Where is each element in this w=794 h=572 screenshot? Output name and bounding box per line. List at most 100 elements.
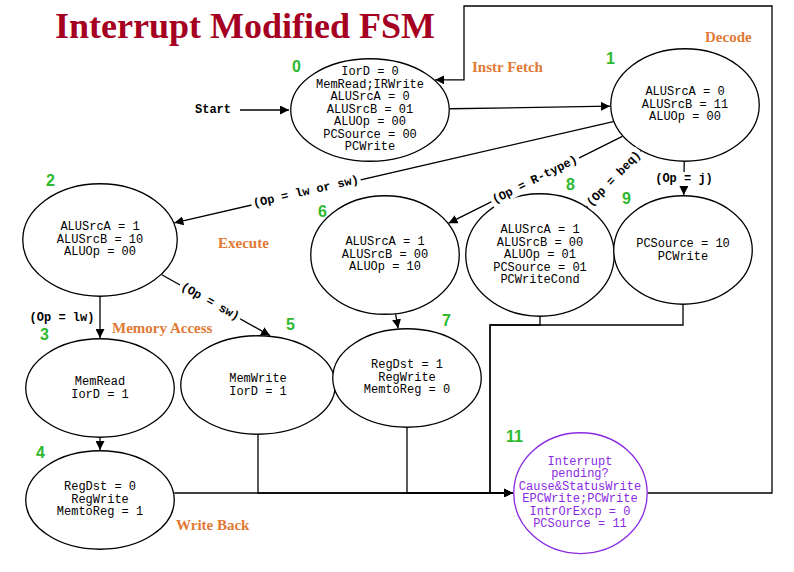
signal-text: ALUSrcB = 11 <box>642 99 728 112</box>
ellipse-shape <box>26 339 175 438</box>
state-number: 9 <box>622 190 631 208</box>
diagram-title: Interrupt Modified FSM <box>55 6 435 46</box>
signal-text: MemRead;IRWrite <box>316 79 424 92</box>
control-signals: ALUSrcA = 1ALUSrcB = 00ALUOp = 01PCSourc… <box>493 224 587 287</box>
transition-arrow <box>407 428 513 493</box>
phase-label: Execute <box>218 236 269 251</box>
transition-arrow <box>435 6 772 493</box>
signal-text: RegWrite <box>71 494 129 507</box>
state-number: 7 <box>442 312 451 330</box>
signal-text: ALUSrcA = 1 <box>60 221 139 234</box>
signal-text: IorD = 1 <box>229 385 287 398</box>
control-signals: Interrupt pending?Cause&StatusWriteEPCWr… <box>519 455 641 530</box>
state-ellipse: 0 IorD = 0MemRead;IRWriteALUSrcA = 0ALUSr… <box>290 58 450 162</box>
signal-text: ALUSrcB = 00 <box>497 236 583 249</box>
ellipse-shape <box>513 433 646 554</box>
phase-label: Decode <box>705 30 752 45</box>
ellipse-shape <box>23 184 178 297</box>
state-number: 0 <box>292 58 301 76</box>
state-ellipse: 11Interrupt pending?Cause&StatusWriteEPC… <box>513 432 648 554</box>
phase-label: Memory Access <box>112 321 212 336</box>
control-signals: PCSource = 10PCWrite <box>636 238 730 263</box>
signal-text: MemWrite <box>229 373 287 386</box>
signal-text: RegDst = 0 <box>64 481 136 494</box>
signal-text: IntrOrExcp = 0 <box>530 505 631 518</box>
ellipse-shape <box>311 196 460 315</box>
state-number: 8 <box>566 176 575 194</box>
control-signals: MemReadIorD = 1 <box>71 376 129 401</box>
state-number: 1 <box>606 50 615 68</box>
condition-label: (Op = sw) <box>177 279 244 325</box>
signal-text: MemRead <box>75 376 125 389</box>
signal-text: Cause&StatusWrite <box>519 480 641 493</box>
signal-text: PCWriteCond <box>500 274 579 287</box>
signal-text: ALUSrcB = 10 <box>57 234 143 247</box>
state-ellipse: 2ALUSrcA = 1ALUSrcB = 10ALUOp = 00 <box>22 183 178 297</box>
signal-text: ALUOp = 01 <box>504 249 576 262</box>
signal-text: PCWrite <box>345 141 395 154</box>
signal-text: PCSource = 01 <box>493 261 587 274</box>
state-ellipse: 3MemReadIorD = 1 <box>25 338 175 438</box>
state-number: 5 <box>286 316 295 334</box>
ellipse-shape <box>614 196 753 305</box>
control-signals: ALUSrcA = 0ALUSrcB = 11ALUOp = 00 <box>642 86 728 124</box>
signal-text: RegWrite <box>378 372 436 385</box>
signal-text: ALUSrcA = 0 <box>645 86 724 99</box>
signal-text: PCSource = 11 <box>533 518 627 531</box>
signal-text: IorD = 1 <box>71 388 129 401</box>
control-signals: ALUSrcA = 1ALUSrcB = 00ALUOp = 10 <box>342 236 428 274</box>
state-ellipse: 1ALUSrcA = 0ALUSrcB = 11ALUOp = 00 <box>610 48 760 162</box>
state-ellipse: 9PCSource = 10PCWrite <box>613 195 753 305</box>
transition-arrow <box>99 438 100 450</box>
state-ellipse: 8ALUSrcA = 1ALUSrcB = 00ALUOp = 01PCSour… <box>465 193 615 317</box>
transition-arrow <box>396 314 398 328</box>
signal-text: ALUSrcB = 01 <box>327 104 413 117</box>
signal-text: IorD = 0 <box>341 66 399 79</box>
control-signals: IorD = 0MemRead;IRWriteALUSrcA = 0ALUSrc… <box>316 66 424 154</box>
ellipse-shape <box>291 59 450 162</box>
transition-arrow <box>258 435 513 493</box>
transition-arrow <box>99 297 100 338</box>
state-number: 3 <box>40 326 49 344</box>
ellipse-shape <box>466 194 615 317</box>
signal-text: ALUSrcA = 1 <box>500 224 579 237</box>
phase-label: Instr Fetch <box>472 60 543 75</box>
condition-label: (Op = lw) <box>28 311 97 325</box>
signal-text: EPCWrite;PCWrite <box>522 493 637 506</box>
signal-text: ALUSrcA = 1 <box>345 236 424 249</box>
transition-arrow <box>450 106 610 109</box>
signal-text: ALUSrcA = 0 <box>330 91 409 104</box>
condition-label: (Op = j) <box>653 172 715 186</box>
signal-text: RegDst = 1 <box>371 359 443 372</box>
ellipse-shape <box>181 336 336 435</box>
state-number: 2 <box>46 172 55 190</box>
state-ellipse: 6ALUSrcA = 1ALUSrcB = 00ALUOp = 10 <box>310 195 460 315</box>
ellipse-shape <box>333 329 482 428</box>
start-arrow <box>240 109 289 110</box>
ellipse-shape <box>26 451 175 550</box>
signal-text: ALUOp = 00 <box>649 111 721 124</box>
signal-text: PCSource = 10 <box>636 238 730 251</box>
ellipse-shape <box>611 49 760 162</box>
state-number: 11 <box>506 428 523 446</box>
signal-text: Interrupt pending? <box>544 455 616 480</box>
control-signals: MemWriteIorD = 1 <box>229 373 287 398</box>
signal-text: ALUOp = 00 <box>334 116 406 129</box>
signal-text: ALUOp = 10 <box>349 261 421 274</box>
control-signals: RegDst = 1RegWriteMemtoReg = 0 <box>364 359 450 397</box>
phase-label: Write Back <box>176 518 249 533</box>
signal-text: PCSource = 00 <box>323 129 417 142</box>
transition-arrow <box>490 305 683 493</box>
signal-text: ALUOp = 00 <box>64 246 136 259</box>
control-signals: ALUSrcA = 1ALUSrcB = 10ALUOp = 00 <box>57 221 143 259</box>
state-ellipse: 4RegDst = 0RegWriteMemtoReg = 1 <box>25 450 175 550</box>
signal-text: PCWrite <box>658 250 708 263</box>
signal-text: MemtoReg = 1 <box>57 506 143 519</box>
start-label: Start <box>195 103 231 117</box>
signal-text: MemtoReg = 0 <box>364 384 450 397</box>
state-ellipse: 7RegDst = 1RegWriteMemtoReg = 0 <box>332 328 482 428</box>
signal-text: ALUSrcB = 00 <box>342 249 428 262</box>
control-signals: RegDst = 0RegWriteMemtoReg = 1 <box>57 481 143 519</box>
condition-label: (Op = beq) <box>582 147 645 211</box>
state-number: 4 <box>36 444 45 462</box>
